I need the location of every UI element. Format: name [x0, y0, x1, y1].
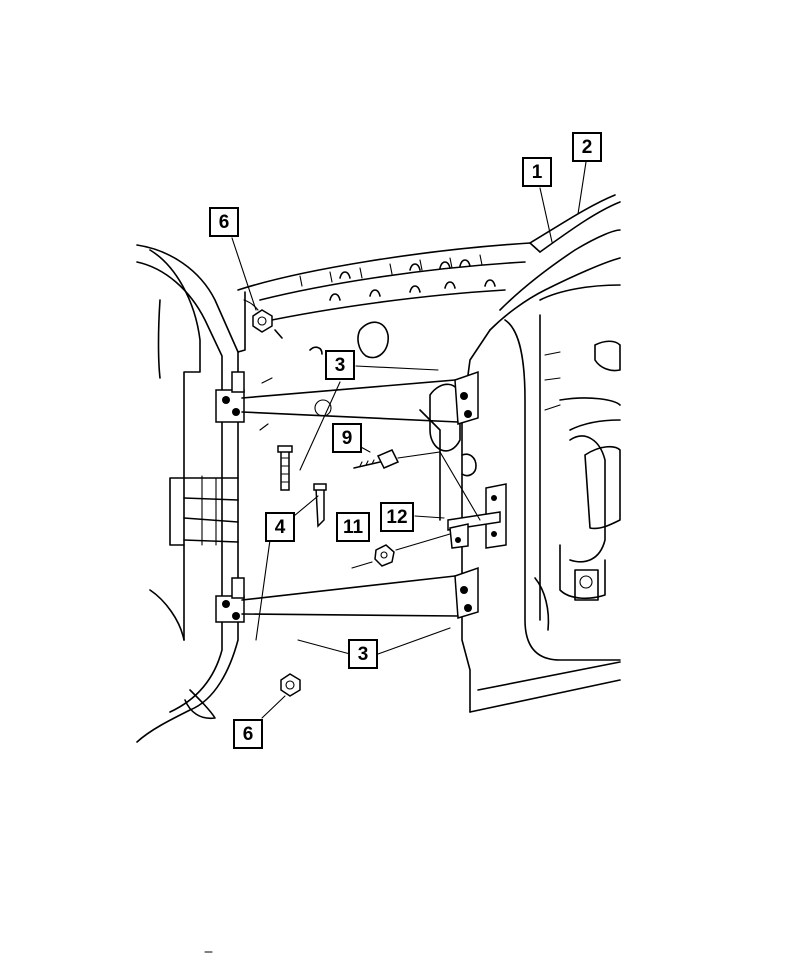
door-shell: [237, 194, 621, 713]
nut-6-upper: [252, 309, 273, 333]
callout-4: 4: [265, 512, 295, 542]
nut-6-lower: [280, 673, 301, 697]
hinge-pins-4: [277, 445, 327, 528]
callout-9: 9: [332, 423, 362, 453]
callout-6-upper: 6: [209, 207, 239, 237]
callout-12: 12: [380, 502, 414, 532]
callout-1: 1: [522, 157, 552, 187]
bolt-9: [353, 449, 481, 521]
callout-3-lower: 3: [348, 639, 378, 669]
callout-3-upper: 3: [325, 350, 355, 380]
door-check-strap: [447, 483, 507, 549]
leader-lines: [231, 161, 587, 719]
lower-hinge: [215, 566, 479, 623]
callout-6-lower: 6: [233, 719, 263, 749]
upper-hinge: [215, 370, 479, 425]
callout-2: 2: [572, 132, 602, 162]
nut-11: [351, 533, 451, 569]
callout-11: 11: [336, 512, 370, 542]
body-pillar: [136, 244, 259, 743]
